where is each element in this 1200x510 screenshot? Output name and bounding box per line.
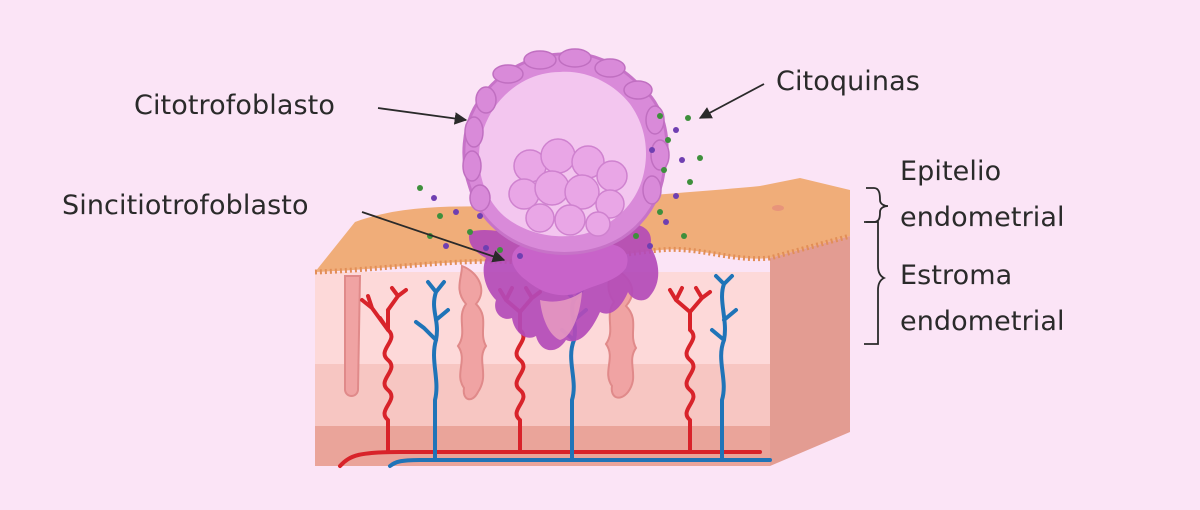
trophoblast-cell [623,80,653,100]
epithelium-spot [772,205,784,211]
inner-cell [596,160,628,192]
cytokine-dot [657,113,663,119]
trophoblast-cell [462,150,482,182]
inner-cell [595,189,625,219]
inner-cell [534,170,570,206]
spiral-artery [668,286,712,454]
cytokine-dot [697,155,703,161]
gland [344,275,362,397]
cytokine-dot [665,137,671,143]
tissue-side-face [770,236,850,466]
cytokine-dot [453,209,459,215]
spiral-artery [360,286,408,454]
cytokine-dot [673,193,679,199]
cytokine-dot [687,179,693,185]
cytokine-dot [673,127,679,133]
basal-artery [338,450,762,468]
label-epithelium-line1: Epitelio [900,156,1002,187]
trophoblast-cell [650,139,670,171]
cytokine-dot [681,233,687,239]
cytokine-dot [647,243,653,249]
inner-cell [585,211,611,237]
trophoblast-cell [492,64,524,84]
layer-brackets [864,187,889,345]
blastocyst [462,48,670,255]
syncytiotrophoblast [468,224,659,351]
arrow-syncytiotrophoblast [361,211,506,263]
label-cytotrophoblast: Citotrofoblasto [134,90,335,121]
cytokine-dot [477,213,483,219]
trophoblast-cells [462,48,670,212]
arrow-cytokines [698,83,765,119]
trophoblast-cell [464,116,484,148]
trophoblast-cell [645,105,665,135]
cytokine-dot [663,219,669,225]
inner-cell [540,138,576,174]
cytokine-dot [649,147,655,153]
cytokine-dot [443,243,449,249]
trophoblast-cell [469,184,491,212]
inner-cell-mass [508,138,628,237]
cytokine-dot [417,185,423,191]
cytokine-dot [437,213,443,219]
cytokine-dot [679,157,685,163]
basal-vein [388,458,772,468]
pointer-arrows [361,83,765,263]
cytokine-dot [431,195,437,201]
trophoblast-cell [475,86,497,114]
cytokine-dot [467,229,473,235]
trophoblast-cell [642,175,662,205]
label-stroma-line2: endometrial [900,306,1065,337]
vein [710,274,738,460]
cytokine-dot [661,167,667,173]
gland [456,264,488,401]
trophoblast-cell [594,58,626,78]
inner-cell [554,204,586,236]
trophoblast-cell [558,48,592,68]
basal-vessels [338,450,772,468]
cytokine-dot [657,209,663,215]
syncytiotrophoblast-tip [540,292,582,340]
cytokine-dot [633,233,639,239]
inner-cell [525,203,555,233]
label-syncytiotrophoblast: Sincitiotrofoblasto [62,190,309,221]
cytokine-particles [417,113,703,259]
vein [414,280,450,460]
cytokine-dot [497,247,503,253]
label-epithelium-line2: endometrial [900,202,1065,233]
syncytiotrophoblast-inner [512,243,628,296]
arrow-cytotrophoblast [377,107,468,125]
cytokine-dot [685,115,691,121]
label-stroma-line1: Estroma [900,260,1013,291]
stroma-bracket [864,221,887,345]
cytokine-dot [483,245,489,251]
label-cytokines: Citoquinas [776,66,920,97]
inner-cell [564,174,600,210]
epithelium-bracket [866,187,889,223]
trophoblast-cell [523,50,557,70]
cytokine-dot [517,253,523,259]
